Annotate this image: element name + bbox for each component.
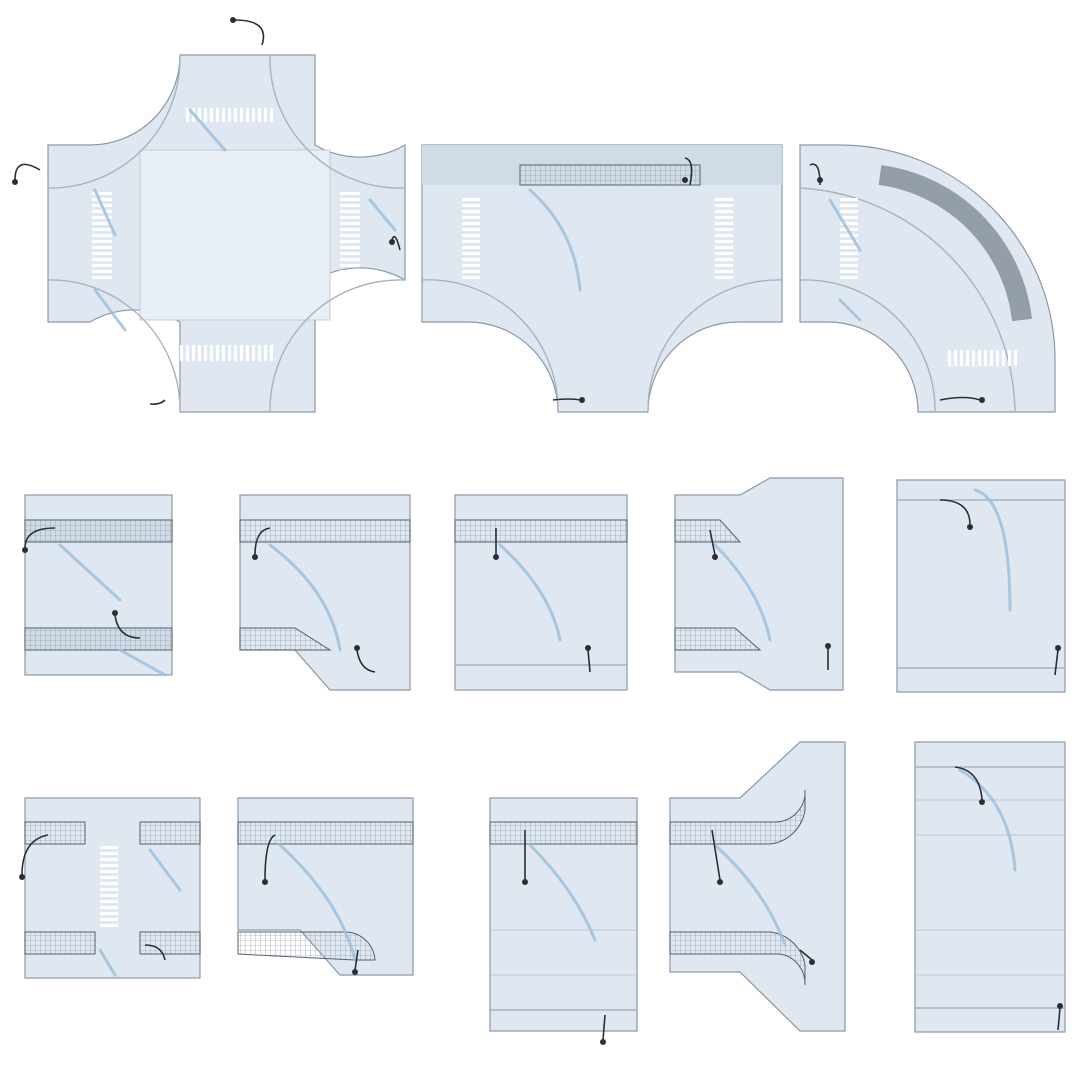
railing-north — [519, 164, 701, 186]
sidewalk-south-taper — [674, 627, 762, 651]
tile-straight-one-side — [454, 494, 628, 691]
street-lamp — [252, 527, 376, 673]
sidewalk-north-corner — [669, 789, 806, 845]
curb-nw — [47, 54, 181, 189]
sidewalk-north — [237, 821, 414, 845]
railing-south — [24, 627, 173, 651]
curb-sw — [47, 279, 181, 413]
lamp-shadow — [973, 488, 1012, 612]
sidewalk-north — [454, 519, 628, 543]
lamp-shadow — [713, 543, 772, 642]
sidewalk-south-taper — [239, 627, 332, 651]
curb-sw — [421, 279, 559, 413]
tile-straight-corner-both — [669, 741, 846, 1032]
tile-straight-wide-plain — [896, 479, 1066, 693]
road-surface — [799, 144, 1056, 413]
tile-straight-both-sides — [22, 494, 173, 677]
street-lamp — [711, 829, 815, 965]
curb-se — [269, 279, 406, 413]
street-lamp — [522, 830, 606, 1045]
street-lamp — [493, 528, 591, 673]
sidewalk-north — [239, 519, 411, 543]
sidewalk-south-corner — [669, 931, 806, 986]
tile-cross-intersection — [12, 17, 406, 413]
street-lamp — [12, 17, 401, 405]
tile-straight-lanes — [489, 797, 638, 1045]
sidewalk-south-right — [139, 931, 201, 955]
crosswalk-south — [945, 350, 1020, 366]
sidewalk-north-left — [24, 821, 86, 845]
crosswalk-north — [185, 108, 275, 122]
lamp-shadow — [528, 843, 597, 942]
crosswalk — [100, 845, 118, 930]
road-surface — [674, 477, 844, 691]
sidewalk-south-left — [24, 931, 96, 955]
lamp-shadow — [528, 188, 582, 292]
street-lamp — [809, 163, 985, 403]
street-lamp — [954, 766, 1063, 1031]
lamp-shadow — [58, 543, 167, 677]
tile-straight-crosswalk — [19, 797, 201, 979]
lamp-shadow — [958, 768, 1017, 872]
sidewalk-north-right — [139, 821, 201, 845]
tile-straight-wide-lanes — [914, 741, 1066, 1033]
curb-inner — [799, 279, 936, 413]
sidewalk-south-corner — [237, 931, 376, 961]
crosswalk-south — [180, 345, 275, 361]
street-lamp — [262, 834, 359, 975]
lamp-shadow — [713, 843, 787, 947]
road-surface — [896, 479, 1066, 693]
crosswalk-west — [462, 195, 480, 280]
crosswalk-west — [92, 190, 112, 280]
tile-straight-taper-bottom — [239, 494, 411, 691]
street-lamp — [22, 527, 141, 639]
street-lamp — [19, 834, 166, 961]
curb-ne — [269, 54, 406, 189]
lamp-shadow — [498, 543, 562, 642]
railing-north — [24, 519, 173, 543]
crosswalk-west — [840, 195, 858, 280]
tile-straight-widening-both — [674, 477, 844, 691]
lamp-shadow — [98, 848, 182, 977]
tile-straight-corner-bottom — [237, 797, 414, 976]
tile-t-junction — [421, 144, 783, 413]
lamp-shadow — [278, 843, 357, 962]
lamp-shadow — [828, 198, 862, 322]
curb-se — [647, 279, 783, 413]
street-lamp — [709, 529, 831, 670]
crosswalk-east — [340, 190, 360, 280]
crosswalk-east — [715, 195, 733, 280]
road-surface — [669, 741, 846, 1032]
lamp-shadow — [268, 543, 342, 652]
street-lamp — [939, 499, 1061, 676]
tile-curve-90 — [799, 144, 1056, 413]
road-surface — [914, 741, 1066, 1033]
sidewalk-north — [489, 821, 638, 845]
sidewalk-north-taper — [674, 519, 742, 543]
street-lamp — [552, 157, 693, 403]
center-square — [139, 149, 331, 321]
railing-curve — [878, 165, 1032, 322]
lamp-shadow — [93, 108, 397, 332]
